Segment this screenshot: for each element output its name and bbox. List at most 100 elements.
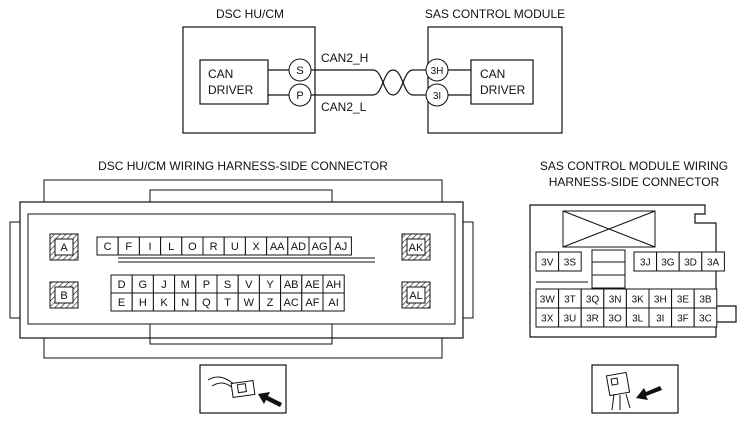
sas-pin-3s-label: 3S xyxy=(564,258,577,269)
dsc-pin-z: Z xyxy=(258,292,282,312)
dsc-pin-z-label: Z xyxy=(267,297,274,309)
sas-pin-3j-label: 3J xyxy=(640,258,651,269)
dsc-pin-ai: AI xyxy=(322,292,345,312)
sas-pin-3x-label: 3X xyxy=(541,314,554,325)
dsc-pin-aa-label: AA xyxy=(270,241,285,253)
sas-can-driver-label-2: DRIVER xyxy=(480,83,526,97)
sas-can-driver-box xyxy=(470,59,534,105)
sas-pin-3c: 3C xyxy=(693,307,718,328)
dsc-can-driver-box xyxy=(199,59,269,105)
sas-pin-3t-label: 3T xyxy=(564,295,576,306)
sas-pin-3g: 3G xyxy=(656,251,680,272)
sas-pin-3e-label: 3E xyxy=(677,295,690,306)
dsc-pin-n-label: N xyxy=(181,297,189,309)
dsc-can-driver-label-2: DRIVER xyxy=(208,83,254,97)
sas-pin-3a: 3A xyxy=(701,251,725,272)
dsc-pin-h: H xyxy=(131,292,154,312)
sas-pin-3a-label: 3A xyxy=(707,258,720,269)
sas-pin-3f: 3F xyxy=(671,307,695,328)
dsc-pin-h-label: H xyxy=(139,297,147,309)
sas-pin-3t: 3T xyxy=(558,288,582,309)
dsc-pin-aa: AA xyxy=(266,236,289,256)
sas-module-title: SAS CONTROL MODULE xyxy=(425,7,565,21)
dsc-pin-a: A xyxy=(49,233,79,261)
sas-view-direction-icon xyxy=(591,364,679,414)
dsc-pin-x: X xyxy=(244,236,268,256)
sas-pin-3i: 3I xyxy=(648,307,673,328)
sas-pin-3h-label: 3H xyxy=(431,66,444,77)
sas-pin-3w-label: 3W xyxy=(540,295,556,306)
dsc-pin-p-label: P xyxy=(296,90,303,102)
dsc-pin-b-label: B xyxy=(60,290,67,302)
dsc-pin-s-label: S xyxy=(224,279,231,291)
dsc-pin-p-label: P xyxy=(203,279,210,291)
dsc-pin-t-label: T xyxy=(224,297,231,309)
dsc-pin-aj: AJ xyxy=(329,236,352,256)
dsc-pin-ad: AD xyxy=(287,236,310,256)
dsc-pin-c: C xyxy=(96,236,119,256)
dsc-pin-m: M xyxy=(174,274,197,294)
dsc-pin-ae-label: AE xyxy=(305,279,320,291)
sas-pin-3l-label: 3L xyxy=(632,314,644,325)
sas-pin-3r: 3R xyxy=(580,307,605,328)
dsc-pin-a-label: A xyxy=(60,242,68,254)
sas-can-driver-label-1: CAN xyxy=(480,67,505,81)
dsc-pin-af-label: AF xyxy=(305,297,319,309)
sas-pin-3o: 3O xyxy=(603,307,627,328)
dsc-pin-ah-label: AH xyxy=(326,279,341,291)
dsc-pin-s: S xyxy=(216,274,239,294)
dsc-pin-w: W xyxy=(237,292,260,312)
dsc-pin-o: O xyxy=(181,236,204,256)
dsc-pin-b: B xyxy=(49,281,79,309)
dsc-pin-u: U xyxy=(223,236,246,256)
sas-pin-3v: 3V xyxy=(535,251,560,272)
sas-pin-3k: 3K xyxy=(625,288,650,309)
dsc-pin-r-label: R xyxy=(210,241,218,253)
dsc-pin-k-label: K xyxy=(160,297,168,309)
dsc-pin-i: I xyxy=(138,236,162,256)
sas-pin-3d-label: 3D xyxy=(684,258,697,269)
can2-l-label: CAN2_L xyxy=(321,100,367,114)
dsc-pin-v-label: V xyxy=(245,279,253,291)
sas-pin-3o-label: 3O xyxy=(608,314,622,325)
dsc-pin-d: D xyxy=(110,274,133,294)
sas-pin-3l: 3L xyxy=(625,307,650,328)
dsc-pin-y: Y xyxy=(258,274,282,294)
dsc-pin-s-label: S xyxy=(296,65,303,77)
dsc-pin-o-label: O xyxy=(188,241,197,253)
dsc-pin-al: AL xyxy=(401,281,431,309)
dsc-pin-f: F xyxy=(117,236,140,256)
dsc-pin-m-label: M xyxy=(181,279,190,291)
sas-pin-3v-label: 3V xyxy=(541,258,554,269)
dsc-pin-p: P xyxy=(195,274,218,294)
dsc-pin-ab-label: AB xyxy=(284,279,299,291)
sas-pin-3w: 3W xyxy=(535,288,560,309)
dsc-pin-ae: AE xyxy=(301,274,324,294)
dsc-pin-ab: AB xyxy=(280,274,303,294)
dsc-pin-e: E xyxy=(110,292,133,312)
sas-pin-3i-label: 3I xyxy=(433,91,441,102)
dsc-pin-ad-label: AD xyxy=(291,241,306,253)
dsc-pin-ah: AH xyxy=(322,274,345,294)
sas-connector-title-1: SAS CONTROL MODULE WIRING xyxy=(540,159,728,173)
dsc-pin-x-label: X xyxy=(252,241,260,253)
dsc-pin-af: AF xyxy=(301,292,324,312)
dsc-view-direction-icon xyxy=(199,364,287,414)
dsc-pin-v: V xyxy=(237,274,260,294)
dsc-pin-r: R xyxy=(202,236,225,256)
sas-pin-3r-label: 3R xyxy=(586,314,599,325)
sas-connector: SAS CONTROL MODULE WIRING HARNESS-SIDE C… xyxy=(529,159,737,338)
dsc-pin-c-label: C xyxy=(104,241,112,253)
dsc-pin-n: N xyxy=(174,292,197,312)
sas-pin-3b: 3B xyxy=(693,288,718,309)
sas-pin-3g-label: 3G xyxy=(661,258,675,269)
dsc-pin-ag-label: AG xyxy=(312,241,328,253)
can-schematic: DSC HU/CM SAS CONTROL MODULE CAN DRIVER … xyxy=(182,7,565,134)
dsc-pin-w-label: W xyxy=(244,297,255,309)
dsc-pin-f-label: F xyxy=(125,241,132,253)
sas-pin-3u: 3U xyxy=(558,307,582,328)
dsc-pin-l-label: L xyxy=(168,241,174,253)
dsc-pin-ai-label: AI xyxy=(328,297,338,309)
